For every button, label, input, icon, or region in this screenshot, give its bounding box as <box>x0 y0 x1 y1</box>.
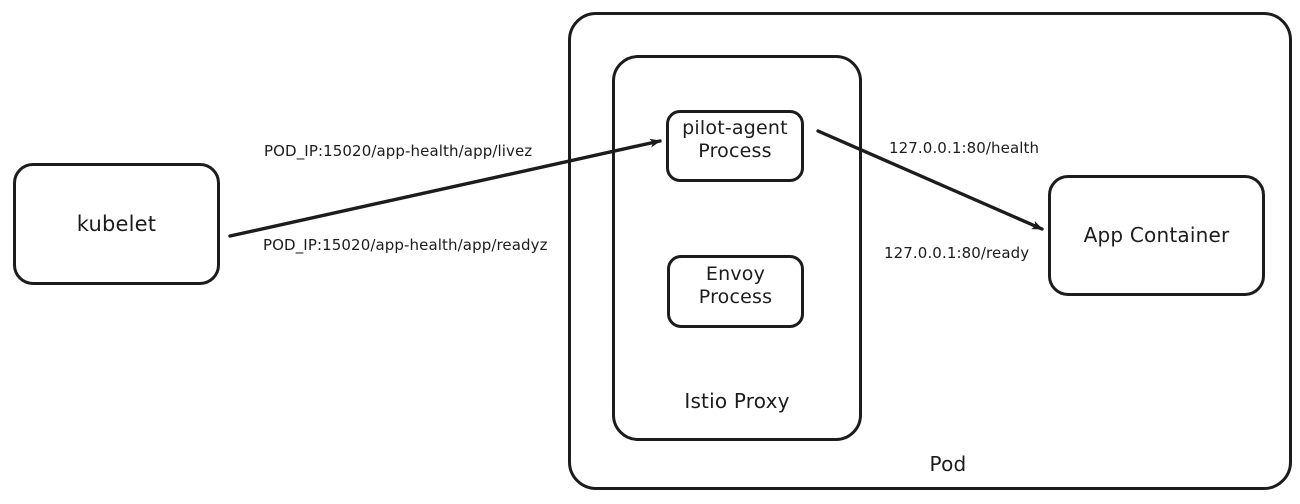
node-envoy-process[interactable] <box>667 255 804 328</box>
node-kubelet-label: kubelet <box>76 212 157 236</box>
node-pod[interactable] <box>568 12 1292 490</box>
edge-label-health: 127.0.0.1:80/health <box>889 139 1040 157</box>
node-envoy-process-label: Envoy Process <box>698 263 773 309</box>
node-pilot-agent-process-label: pilot-agent Process <box>682 117 788 163</box>
node-app-container-label: App Container <box>1083 223 1230 247</box>
node-pod-label: Pod <box>929 452 967 476</box>
node-pilot-agent-process[interactable] <box>666 110 804 182</box>
edge-label-ready: 127.0.0.1:80/ready <box>884 244 1030 262</box>
node-kubelet[interactable] <box>13 163 220 285</box>
edge-label-readyz: POD_IP:15020/app-health/app/readyz <box>263 236 548 254</box>
node-istio-proxy[interactable] <box>612 55 862 441</box>
node-app-container[interactable] <box>1048 175 1265 296</box>
node-istio-proxy-label: Istio Proxy <box>684 389 790 413</box>
edge-label-livez: POD_IP:15020/app-health/app/livez <box>264 142 533 160</box>
